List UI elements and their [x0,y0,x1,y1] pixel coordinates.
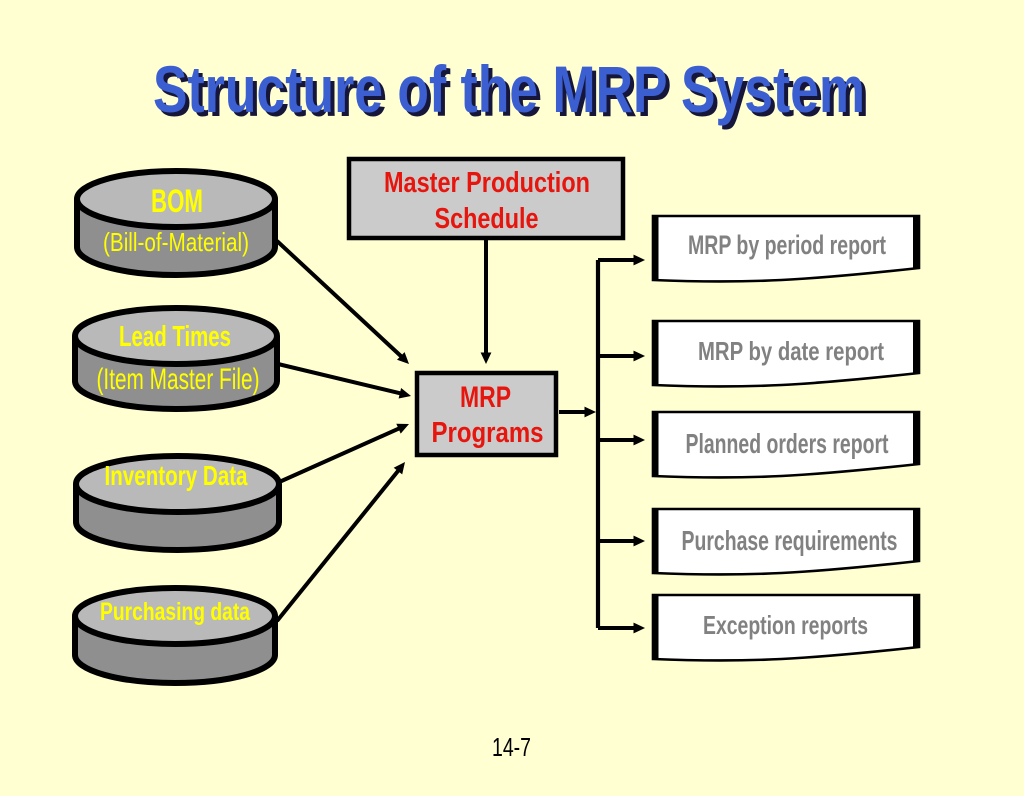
svg-text:Exception reports: Exception reports [703,610,868,640]
svg-text:Lead Times: Lead Times [119,321,231,353]
svg-text:MRP by period report: MRP by period report [688,230,886,260]
svg-text:Schedule: Schedule [435,203,539,235]
svg-text:(Item Master File): (Item Master File) [97,363,260,396]
svg-text:Purchasing data: Purchasing data [100,598,251,626]
svg-text:MRP: MRP [460,381,511,414]
svg-text:Master Production: Master Production [384,167,590,199]
svg-text:Programs: Programs [432,417,544,449]
svg-text:14-7: 14-7 [492,732,531,762]
svg-text:Structure of the MRP System: Structure of the MRP System [157,56,869,130]
svg-text:MRP by date report: MRP by date report [698,336,884,366]
svg-text:Planned orders report: Planned orders report [686,428,889,459]
svg-text:Inventory Data: Inventory Data [105,460,248,491]
svg-text:(Bill-of-Material): (Bill-of-Material) [103,227,249,257]
svg-text:BOM: BOM [151,183,203,219]
svg-text:Structure of the MRP System: Structure of the MRP System [153,52,865,126]
svg-text:Purchase requirements: Purchase requirements [682,525,898,556]
